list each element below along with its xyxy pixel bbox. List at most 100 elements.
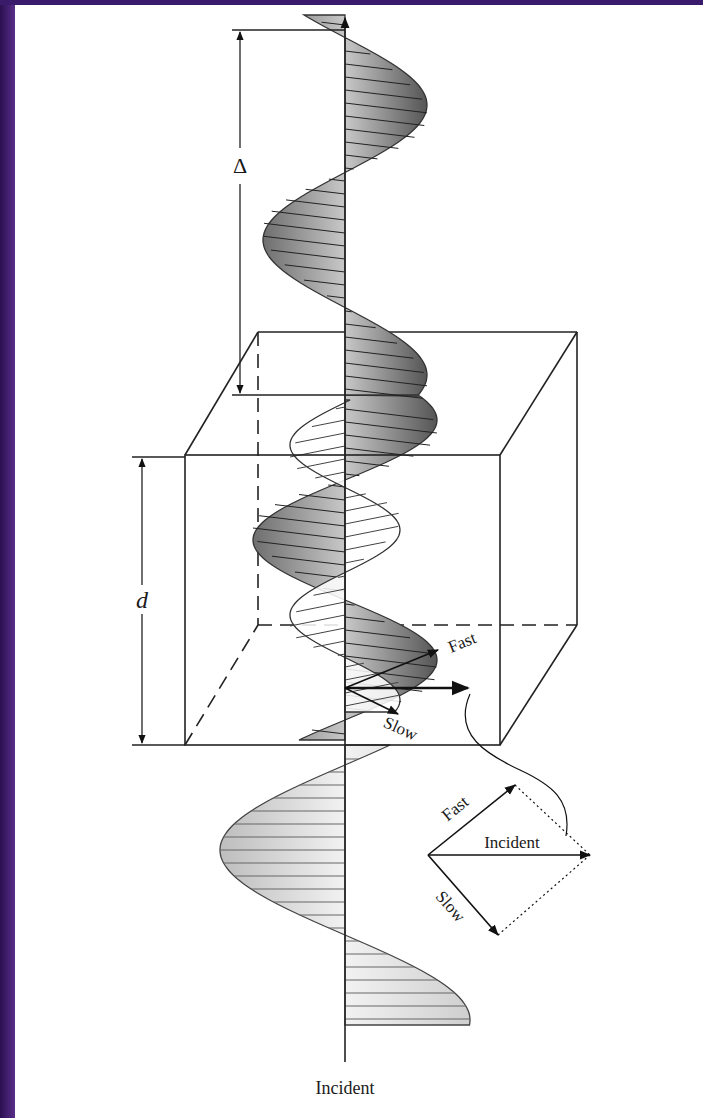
slow-wave-hatch [345,513,399,524]
fast-wave-hatch [345,604,355,605]
incident-wave-hatch [345,1019,470,1020]
incident-wave-hatch [220,850,345,851]
slow-wave-hatch [345,663,364,667]
slow-wave-hatch [338,576,345,577]
incident-wave-hatch [251,889,345,890]
incident-wave-hatch [329,772,345,773]
fast-wave-hatch [259,516,345,526]
slow-wave-hatch [314,589,346,595]
purple-border [0,0,15,1118]
slow-wave-hatch [295,433,345,443]
dimension-d [132,457,185,745]
emergent-wave-hatch [345,77,410,85]
emergent-wave-hatch [264,236,345,246]
incident-wave-hatch [345,980,437,981]
slow-wave-hatch [345,542,386,550]
dimension-delta [232,30,345,395]
slow-wave-hatch [296,628,345,638]
axis-label: Fast [446,629,479,655]
slow-wave-hatch [345,503,387,511]
slow-wave-hatch [296,602,345,612]
emergent-wave-hatch [345,116,424,126]
emergent-wave-hatch [345,142,398,148]
fast-wave-hatch [345,422,437,433]
emergent-wave-hatch [345,363,424,373]
fast-wave-hatch [345,435,430,445]
incident-wave-hatch [224,863,345,864]
purple-border [0,0,703,5]
incident-wave-hatch [234,876,345,877]
fast-wave-hatch [345,474,359,476]
fast-wave-hatch [275,505,345,513]
incident-wave-hatch [345,954,388,955]
fast-wave-hatch [345,409,433,420]
vector-label: Fast [439,792,472,823]
emergent-wave-hatch [345,51,370,54]
dimension-label: d [134,587,150,613]
fast-wave-hatch [345,630,410,638]
fast-wave-hatch [272,556,345,565]
wave-label: Incident [316,1079,375,1097]
fast-wave-hatch [345,643,428,653]
emergent-wave-hatch [345,155,378,159]
emergent-wave-hatch [345,90,422,99]
emergent-wave-hatch [329,179,345,181]
emergent-wave-hatch [272,211,345,220]
emergent-wave-hatch [345,129,415,137]
emergent-wave-hatch [345,324,376,328]
vector-diagram [428,785,590,935]
incident-wave-hatch [345,967,415,968]
emergent-wave-hatch [345,103,427,113]
slow-wave-hatch [290,615,345,626]
incident-wave-hatch [329,928,345,929]
incident-wave-hatch [224,837,345,838]
crystal-front-face [185,455,500,745]
incident-wave-hatch [251,811,345,812]
slow-wave-hatch [345,494,366,498]
slow-wave-hatch [312,420,345,427]
emergent-wave-hatch [345,311,352,313]
incident-wave-hatch [273,798,345,799]
incident-wave-hatch [273,902,345,903]
emergent-wave-hatch [345,337,397,343]
fast-wave-hatch [299,495,345,501]
fast-wave-hatch [345,617,385,622]
fast-wave-hatch [253,528,345,539]
fast-wave-hatch [345,461,389,466]
emergent-wave-hatch [345,389,423,398]
slow-wave-hatch [315,472,345,478]
emergent-wave-hatch [345,64,392,70]
emergent-wave-hatch [345,168,354,169]
slow-wave-hatch [336,407,345,409]
entry-vectors [345,650,567,836]
emergent-wave-hatch [345,350,414,358]
slow-wave-hatch [345,526,398,537]
axis-label: Slow [381,713,420,743]
emergent-wave-hatch [345,376,427,386]
incident-wave-hatch [345,1006,466,1007]
propagation-axis [344,18,346,1062]
emergent-wave-hatch [285,265,345,272]
emergent-wave-hatch [264,223,345,233]
emergent-wave-hatch [304,280,345,285]
slow-wave-hatch [297,459,345,469]
emergent-wave-hatch [271,250,345,259]
fast-wave-hatch [312,730,345,734]
emergent-wave-hatch [306,189,345,194]
incident-wave-hatch [300,785,345,786]
emergent-wave-hatch [327,296,345,298]
slow-wave-hatch [345,559,364,563]
incident-wave-hatch [300,915,345,916]
incident-wave-hatch [345,993,455,994]
dimension-label: Δ [231,154,249,178]
incident-wave-hatch [345,759,359,760]
vector-label: Incident [484,834,540,851]
emergent-wave-hatch [286,200,345,207]
fast-wave-hatch [258,542,346,553]
slow-wave-hatch [314,641,346,647]
slow-wave-hatch [338,654,345,655]
emergent-wave-hatch [322,22,346,25]
vector-label: Slow [432,887,468,925]
incident-wave-hatch [345,941,359,942]
